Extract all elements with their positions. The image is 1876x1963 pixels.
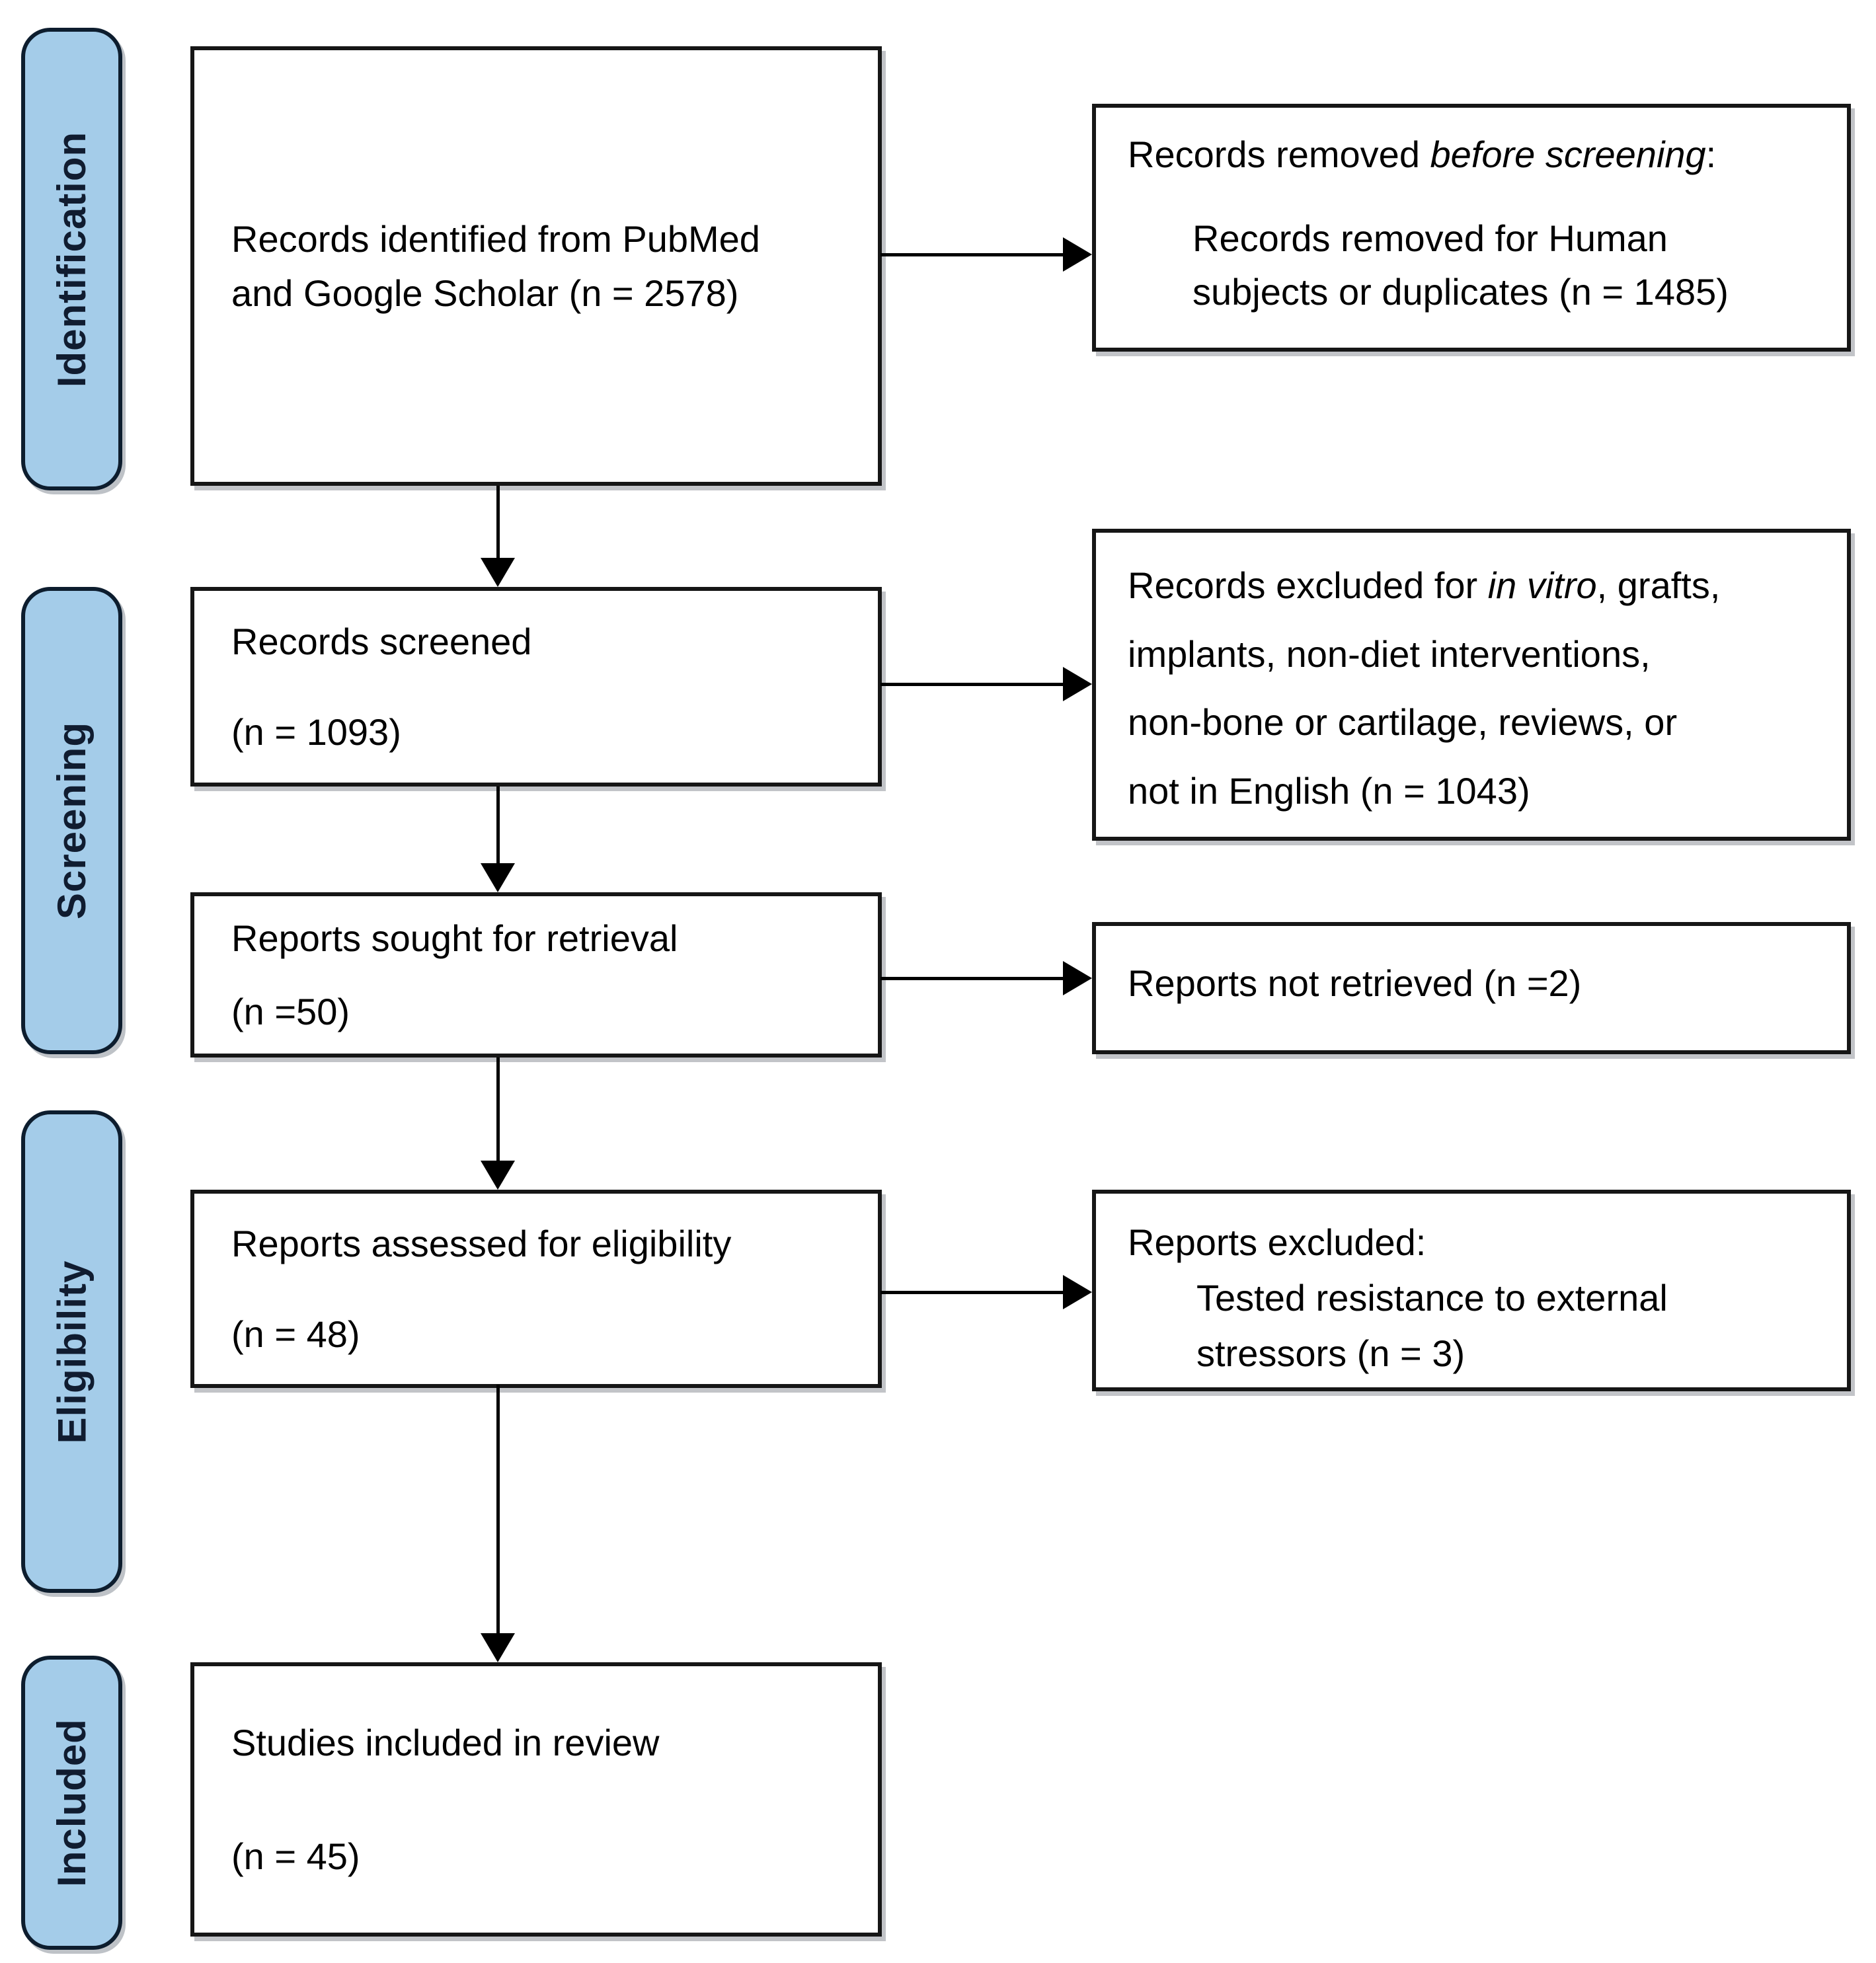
stage-eligibility: Eligibility (21, 1110, 122, 1593)
reports-assessed-title: Reports assessed for eligibility (231, 1223, 732, 1265)
arrow-screened-to-excluded (880, 667, 1092, 701)
arrow-shaft (880, 1291, 1064, 1294)
arrow-identified-to-screened (481, 486, 515, 587)
arrow-shaft (496, 1385, 500, 1634)
arrow-sought-to-not-retrieved (880, 961, 1092, 995)
arrow-sought-to-assessed (481, 1058, 515, 1190)
arrow-assessed-to-excluded (880, 1275, 1092, 1309)
records-identified-line-1: Records identified from PubMed (231, 218, 760, 260)
records-screened-title: Records screened (231, 621, 532, 663)
arrow-shaft (880, 253, 1064, 256)
studies-included-count: (n = 45) (231, 1835, 360, 1877)
reports-assessed-count: (n = 48) (231, 1313, 360, 1355)
arrow-identified-to-removed (880, 237, 1092, 272)
reports-excluded-title: Reports excluded: (1128, 1221, 1427, 1263)
records-removed-title-italic: before screening (1430, 134, 1706, 175)
stage-screening: Screening (21, 587, 122, 1054)
box-records-screened: Records screened (n = 1093) (190, 587, 882, 787)
records-removed-title-prefix: Records removed (1128, 134, 1430, 175)
arrow-down-head-icon (481, 863, 515, 892)
stage-identification-label: Identification (50, 131, 94, 387)
reports-sought-count: (n =50) (231, 991, 350, 1032)
arrow-shaft (496, 486, 500, 558)
records-removed-title: Records removed before screening: (1128, 128, 1827, 181)
records-excluded-line-4: not in English (n = 1043) (1128, 769, 1530, 812)
records-removed-detail-line-1: Records removed for Human (1192, 217, 1668, 260)
reports-excluded-detail-line-2: stressors (n = 3) (1196, 1332, 1466, 1374)
stage-screening-label: Screening (50, 721, 95, 920)
studies-included-title: Studies included in review (231, 1722, 660, 1764)
arrow-assessed-to-included (481, 1385, 515, 1662)
arrow-shaft (496, 1058, 500, 1161)
stage-included: Included (21, 1656, 122, 1950)
box-reports-sought: Reports sought for retrieval (n =50) (190, 892, 882, 1058)
records-removed-detail: Records removed for Human subjects or du… (1192, 212, 1827, 319)
box-reports-excluded-eligibility: Reports excluded: Tested resistance to e… (1092, 1190, 1851, 1391)
arrow-screened-to-sought (481, 787, 515, 892)
arrow-right-head-icon (1063, 961, 1092, 995)
arrow-down-head-icon (481, 1161, 515, 1190)
records-excluded-line-1: Records excluded for in vitro, grafts, (1128, 551, 1830, 620)
stage-included-label: Included (50, 1718, 94, 1887)
box-reports-not-retrieved: Reports not retrieved (n =2) (1092, 922, 1851, 1054)
records-excluded-line-3: non-bone or cartilage, reviews, or (1128, 701, 1678, 744)
records-removed-title-suffix: : (1705, 134, 1717, 175)
reports-excluded-detail: Tested resistance to external stressors … (1196, 1270, 1827, 1381)
records-excluded-line-1-suffix: , grafts, (1596, 564, 1721, 606)
records-screened-count: (n = 1093) (231, 711, 401, 753)
records-identified-line-2: and Google Scholar (n = 2578) (231, 272, 739, 314)
box-studies-included: Studies included in review (n = 45) (190, 1662, 882, 1937)
records-removed-detail-line-2: subjects or duplicates (n = 1485) (1192, 271, 1729, 313)
stage-eligibility-label: Eligibility (50, 1260, 95, 1443)
records-excluded-line-1-italic: in vitro (1487, 564, 1597, 606)
reports-excluded-detail-line-1: Tested resistance to external (1196, 1277, 1668, 1319)
records-excluded-line-2: implants, non-diet interventions, (1128, 633, 1651, 675)
arrow-down-head-icon (481, 1633, 515, 1662)
arrow-shaft (880, 977, 1064, 980)
arrow-down-head-icon (481, 558, 515, 587)
records-excluded-line-1-prefix: Records excluded for (1128, 564, 1488, 606)
box-records-excluded-screening: Records excluded for in vitro, grafts, i… (1092, 529, 1851, 841)
reports-not-retrieved-text: Reports not retrieved (n =2) (1128, 962, 1582, 1005)
arrow-right-head-icon (1063, 237, 1092, 272)
box-reports-assessed: Reports assessed for eligibility (n = 48… (190, 1190, 882, 1388)
box-records-removed-before-screening: Records removed before screening: Record… (1092, 104, 1851, 352)
reports-sought-title: Reports sought for retrieval (231, 917, 678, 959)
box-records-identified: Records identified from PubMed and Googl… (190, 46, 882, 486)
arrow-shaft (880, 683, 1064, 686)
arrow-right-head-icon (1063, 1275, 1092, 1309)
arrow-right-head-icon (1063, 667, 1092, 701)
stage-identification: Identification (21, 28, 122, 490)
arrow-shaft (496, 787, 500, 864)
